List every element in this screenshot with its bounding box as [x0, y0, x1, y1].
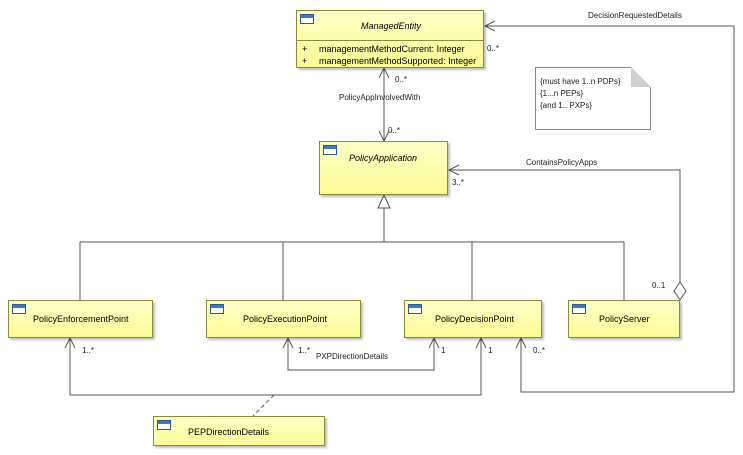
class-icon	[408, 304, 422, 314]
attribute-visibility: +	[302, 44, 308, 54]
class-name: PolicyEnforcementPoint	[33, 314, 129, 324]
class-name: ManagedEntity	[361, 21, 422, 31]
constraint-note[interactable]: {must have 1..n PDPs} {1...n PEPs} {and …	[535, 67, 651, 130]
assoc-decision-requested-details	[485, 25, 735, 393]
multiplicity-label: 1..*	[298, 346, 311, 355]
assoc-pxp-direction-details	[287, 338, 435, 371]
class-icon	[12, 304, 26, 314]
arrowhead-pxp	[282, 336, 294, 349]
arrowhead-decision-pdp	[515, 336, 527, 349]
assoc-label-policy-app-involved-with: PolicyAppInvolvedWith	[339, 93, 421, 102]
note-line: {must have 1..n PDPs}	[540, 77, 621, 86]
multiplicity-label: 1	[488, 346, 493, 355]
multiplicity-label: 1..*	[82, 346, 95, 355]
class-pep-direction-details[interactable]: PEPDirectionDetails	[153, 416, 325, 446]
multiplicity-label: 3..*	[452, 178, 465, 187]
multiplicity-label: 0..*	[388, 126, 401, 135]
attribute: managementMethodCurrent: Integer	[319, 44, 465, 54]
assoc-contains-policy-apps	[449, 169, 681, 282]
arrowhead-pep	[64, 336, 76, 349]
aggregation-diamond	[673, 281, 687, 301]
arrowhead-managed-entity	[378, 66, 390, 79]
class-icon	[157, 420, 171, 430]
multiplicity-label: 0..1	[652, 281, 666, 290]
arrowhead-decision-entity	[483, 20, 496, 32]
class-policy-execution-point[interactable]: PolicyExecutionPoint	[206, 300, 361, 338]
class-name: PEPDirectionDetails	[188, 427, 270, 437]
class-name: PolicyDecisionPoint	[435, 314, 515, 324]
arrowhead-pep-pdp	[475, 336, 487, 349]
assoc-label-decision-requested-details: DecisionRequestedDetails	[588, 11, 682, 20]
class-icon	[210, 304, 224, 314]
class-policy-application[interactable]: PolicyApplication	[319, 141, 448, 195]
arrowhead-pxp-pdp	[428, 336, 440, 349]
assoc-pep-pdp	[69, 338, 482, 396]
assoc-label-pxp-direction-details: PXPDirectionDetails	[316, 352, 389, 361]
multiplicity-label: 0..*	[487, 44, 500, 53]
class-policy-server[interactable]: PolicyServer	[568, 300, 680, 338]
assoc-label-contains-policy-apps: ContainsPolicyApps	[526, 158, 598, 167]
class-icon	[323, 145, 337, 155]
multiplicity-label: 1	[441, 346, 446, 355]
arrowhead-contains-apps	[447, 164, 460, 176]
note-line: {and 1.. PXPs}	[540, 101, 593, 110]
attribute: managementMethodSupported: Integer	[319, 56, 477, 66]
class-name: PolicyExecutionPoint	[243, 314, 328, 324]
class-managed-entity[interactable]: ManagedEntity + managementMethodCurrent:…	[296, 10, 484, 68]
association-class-link	[252, 394, 275, 417]
attribute-visibility: +	[302, 56, 308, 66]
class-icon	[572, 304, 586, 314]
generalization-triangle	[377, 193, 391, 209]
class-policy-enforcement-point[interactable]: PolicyEnforcementPoint	[8, 300, 153, 338]
multiplicity-label: 0..*	[533, 346, 546, 355]
attribute-compartment: + managementMethodCurrent: Integer + man…	[297, 40, 483, 69]
class-name: PolicyApplication	[349, 153, 418, 163]
class-icon	[300, 14, 314, 24]
class-policy-decision-point[interactable]: PolicyDecisionPoint	[404, 300, 542, 338]
note-line: {1...n PEPs}	[540, 89, 584, 98]
multiplicity-label: 0..*	[395, 75, 408, 84]
class-name: PolicyServer	[599, 314, 650, 324]
